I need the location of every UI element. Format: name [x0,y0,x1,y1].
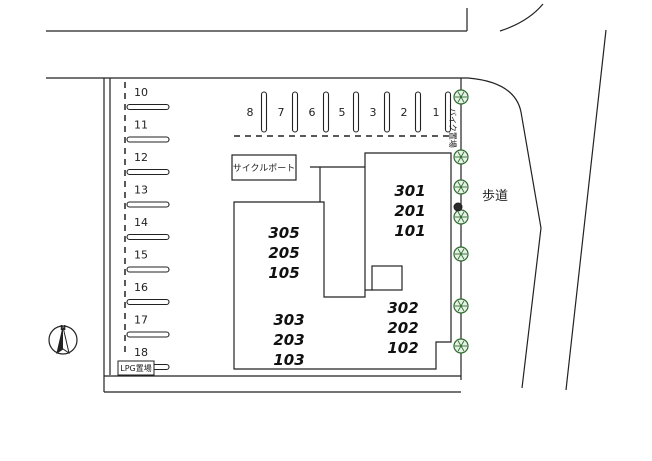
parking-right-stall-divider [291,91,299,133]
parking-left-number: 10 [134,86,148,99]
unit-top-right-2: 201 [394,202,425,220]
north-label: N [60,324,66,332]
parking-right-group: 8 7 6 5 3 2 1 [247,91,452,133]
parking-right-stall-divider [260,91,268,133]
parking-left-number: 11 [134,119,148,132]
tree-icon [453,89,469,105]
unit-left-top-1: 305 [268,224,299,242]
stair-box [371,265,403,291]
parking-right-stall-divider [322,91,330,133]
parking-left-stall-divider [126,266,170,273]
unit-bottom-right-3: 102 [387,339,418,357]
parking-left-number: 18 [134,346,148,359]
sidewalk-label: 歩道 [482,189,508,204]
parking-left-number: 14 [134,216,148,229]
parking-left-number: 12 [134,151,148,164]
tree-icon [453,246,469,262]
parking-right-stall-divider [414,91,422,133]
lpg-label: LPG置場 [120,363,151,373]
parking-right-number: 2 [401,106,408,119]
unit-left-top-3: 105 [268,264,299,282]
parking-right-number: 6 [309,106,316,119]
cycle-port-label: サイクルポート [233,163,296,174]
parking-left-stall-divider [126,233,170,241]
parking-right-stall-divider [383,91,391,133]
building-outline [233,152,452,370]
unit-left-bottom-3: 103 [273,351,304,369]
parking-left-stall-divider [126,201,170,208]
tree-icon [453,179,469,195]
parking-left-stall-divider [126,103,170,111]
trees-group [453,89,469,354]
unit-left-top-2: 205 [268,244,299,262]
tree-icon [453,149,469,165]
road-far-right [565,29,607,391]
parking-right-number: 7 [278,106,285,119]
parking-right-number: 3 [370,106,377,119]
parking-left-number: 15 [134,249,148,262]
parking-left-stall-divider [126,168,170,176]
parking-left-number: 17 [134,314,148,327]
unit-left-bottom-1: 303 [273,311,304,329]
parking-left-stall-divider [126,298,170,306]
parking-right-number: 8 [247,106,254,119]
cycle-port-box [231,154,297,181]
tree-icon [453,298,469,314]
lpg-box [117,360,155,376]
north-arrow-icon: N [48,324,78,355]
sidewalk-edge [46,77,542,389]
road-top-curve [499,3,544,32]
parking-left-stall-divider [126,331,170,338]
parking-right-stall-divider [352,91,360,133]
unit-top-right-1: 301 [394,182,425,200]
tree-icon [453,209,469,225]
bike-lot-label: バイク置場 [448,108,458,148]
unit-left-bottom-2: 203 [273,331,304,349]
parking-left-group: 10 11 12 13 14 15 16 17 18 [126,86,170,371]
unit-top-right-3: 101 [394,222,425,240]
parking-left-number: 13 [134,184,148,197]
tree-icon [453,338,469,354]
parking-right-stall-divider [444,91,452,133]
parking-left-number: 16 [134,281,148,294]
parking-right-number: 1 [433,106,440,119]
parking-right-number: 5 [339,106,346,119]
unit-bottom-right-2: 202 [387,319,418,337]
shrub-icon [453,202,463,212]
parking-left-stall-divider [126,136,170,143]
unit-bottom-right-1: 302 [387,299,418,317]
